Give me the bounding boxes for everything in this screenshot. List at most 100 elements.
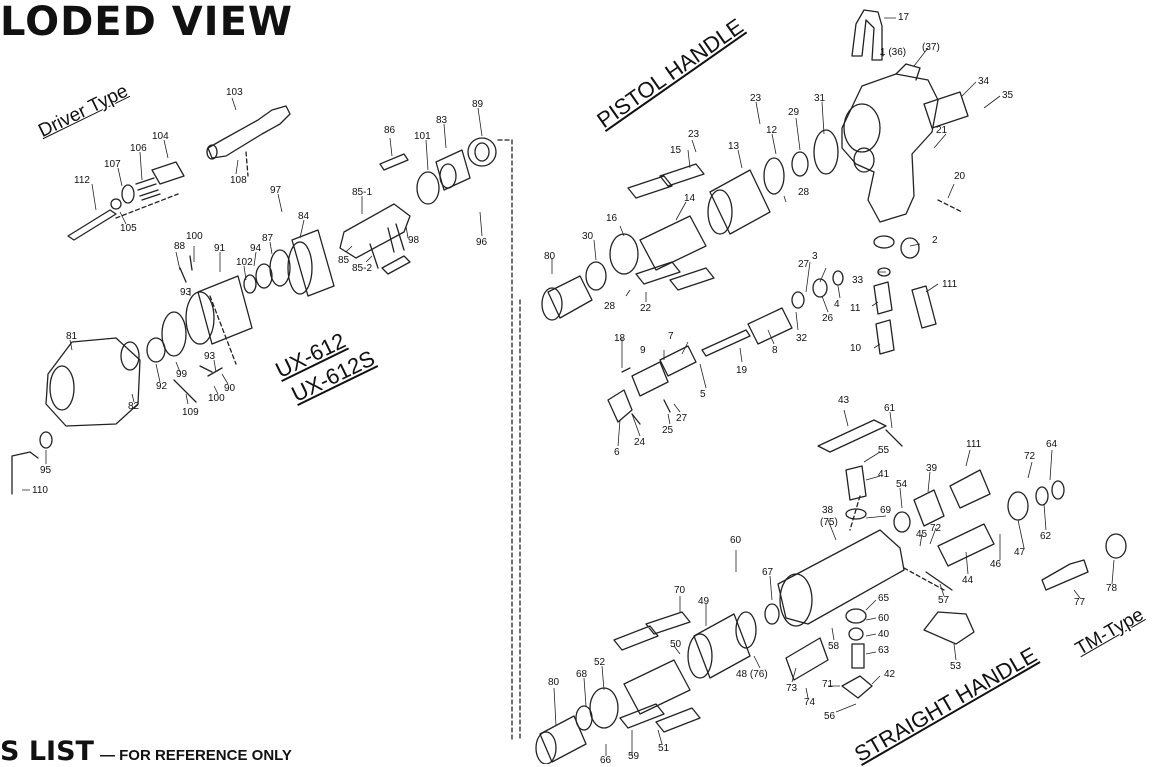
part-number-label: 41 [878,469,890,480]
part-number-label: 74 [804,697,816,708]
part-number-label: 21 [936,125,948,136]
part-number-label: 39 [926,463,938,474]
part-number-label: 54 [896,479,908,490]
part-number-label: 110 [32,485,48,496]
part-number-label: 62 [1040,531,1052,542]
part-number-label: 28 [604,301,616,312]
part-number-label: 2 [932,235,938,246]
part-53-ring [923,611,975,645]
part-number-label: 8 [772,345,778,356]
part-number-label: 93 [180,287,192,298]
part-103-shaft [207,105,291,159]
part-9-lever [631,361,669,397]
part-number-label: 46 [990,559,1002,570]
part-number-label: 11 [850,303,861,314]
part-number-label: 87 [262,233,274,244]
part-number-label: 28 [798,187,810,198]
part-number-label: 98 [408,235,420,246]
part-111b-fitting [949,469,991,509]
part-number-label: 20 [954,171,966,182]
part-1-housing [841,73,939,223]
part-85-1-clutch [339,203,411,259]
part-number-label: 91 [214,243,226,254]
part-number-label: 88 [174,241,186,252]
part-number-label: 51 [658,743,670,754]
part-number-label: 29 [788,107,800,118]
parts-list-title: S LIST [0,736,94,767]
part-number-label: 60 [730,535,742,546]
part-number-label: 58 [828,641,840,652]
part-number-label: 44 [962,575,974,586]
part-number-label: 59 [628,751,640,762]
part-43-lever [817,419,887,453]
part-number-label: 26 [822,313,834,324]
part-49-cylinder [693,613,751,679]
part-number-label: 72 [1024,451,1036,462]
part-number-label: 109 [182,407,199,418]
part-number-label: 94 [250,243,262,254]
part-number-label: 111 [942,279,958,290]
part-number-label: 35 [1002,90,1014,101]
part-number-label: 23 [688,129,700,140]
part-number-label: 66 [600,755,612,766]
part-number-label: 93 [204,351,216,362]
part-number-label: 17 [898,12,910,23]
part-34-label [923,91,969,129]
part-63-spring [851,643,865,669]
part-number-label: 100 [186,231,203,242]
part-110-key [11,451,39,495]
part-number-label: 56 [824,711,836,722]
part-number-label: 80 [544,251,556,262]
part-number-label: 52 [594,657,606,668]
part-number-label: 85 [338,255,350,266]
part-number-label: 95 [40,465,52,476]
part-number-label: 15 [670,145,682,156]
part-number-label: 31 [814,93,826,104]
part-86-pin [379,153,409,171]
part-number-label: 23 [750,93,762,104]
part-84-cylinder [291,229,335,297]
part-number-label: 84 [298,211,310,222]
part-13-cylinder [709,169,771,235]
part-number-label: 108 [230,175,247,186]
part-89-ring [467,137,497,167]
part-number-label: 60 [878,613,890,624]
part-number-label: 96 [476,237,488,248]
part-number-label: 57 [938,595,950,606]
part-106-spring [135,177,161,201]
part-number-label: 97 [270,185,282,196]
part-number-label: 50 [670,639,682,650]
part-81-case [45,337,141,427]
part-number-label: 53 [950,661,962,672]
part-number-label: 83 [436,115,448,126]
part-number-label: 49 [698,596,710,607]
part-number-label: 85-1 [352,187,373,198]
part-number-label: 63 [878,645,890,656]
part-17-hanger [851,9,883,61]
part-number-label: 40 [878,629,890,640]
part-number-label: 3 [812,251,818,262]
part-number-label: 25 [662,425,674,436]
part-77-bit [1041,559,1089,591]
part-number-label: 70 [674,585,686,596]
part-number-label: 32 [796,333,808,344]
part-6-trigger [607,389,633,423]
part-number-label: 67 [762,567,774,578]
part-number-label: 12 [766,125,778,136]
part-73-plate [785,637,829,681]
part-104-nut [151,161,185,185]
part-number-label: 42 [884,669,896,680]
part-number-label: 33 [852,275,864,286]
part-number-label: 47 [1014,547,1026,558]
part-number-label: 102 [236,257,253,268]
part-number-label: 92 [156,381,168,392]
part-number-label: 104 [152,131,169,142]
part-number-label: 24 [634,437,646,448]
part-number-label: 61 [884,403,896,414]
part-number-label: 100 [208,393,225,404]
part-number-label: 34 [978,76,990,87]
part-number-label: 45 [916,529,928,540]
part-number-label: 43 [838,395,850,406]
part-number-label: 73 [786,683,798,694]
part-number-label: 106 [130,143,147,154]
